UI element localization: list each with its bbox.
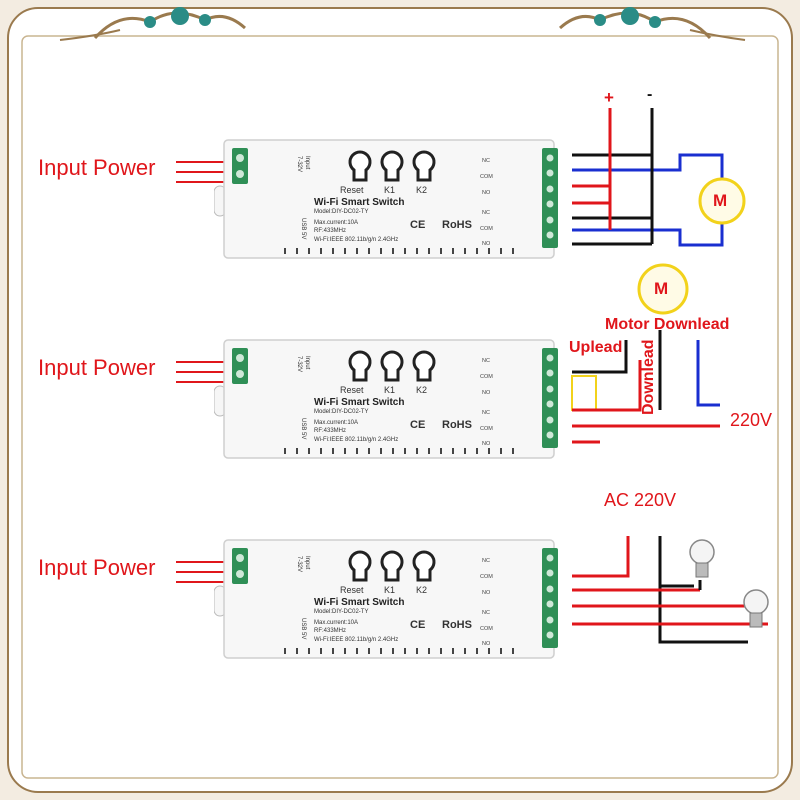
ce-mark-1: CE xyxy=(410,219,426,231)
port-com-3a: COM xyxy=(480,574,493,580)
section2-input-wires xyxy=(176,361,232,383)
minus-label: - xyxy=(647,86,653,103)
smart-switch-module-3: Input 7-32V USB 5V Reset K1 K2 Wi-Fi Sma… xyxy=(214,538,560,662)
port-com-3b: COM xyxy=(480,626,493,632)
port-no-1b: NO xyxy=(482,241,491,247)
voltage-text-2: 7-32V xyxy=(296,356,302,373)
device-model-3: Model:DIY-DC02-TY xyxy=(314,609,369,615)
port-no-2a: NO xyxy=(482,390,491,396)
device-rf-3: RF:433MHz xyxy=(314,628,347,634)
module-body-2 xyxy=(214,339,558,459)
port-com-2a: COM xyxy=(480,374,493,380)
input-text-2: Input xyxy=(304,356,310,370)
input-power-label-3: Input Power xyxy=(38,555,156,580)
device-model-1: Model:DIY-DC02-TY xyxy=(314,209,369,215)
device-wifi-1: Wi-Fi:IEEE 802.11b/g/n 2.4GHz xyxy=(314,237,399,243)
input-text-3: Input xyxy=(304,556,310,570)
port-nc-3a: NC xyxy=(482,558,490,564)
device-title-3: Wi-Fi Smart Switch xyxy=(314,597,405,608)
section3-output-wires xyxy=(572,536,768,644)
device-title-1: Wi-Fi Smart Switch xyxy=(314,197,405,208)
v220-label: 220V xyxy=(730,410,773,430)
motor-m-label-1: M xyxy=(713,191,728,210)
k1-button-label-1: K1 xyxy=(384,185,396,195)
smart-switch-module-1: Input 7-32V USB 5V Reset K1 K2 Wi-Fi Sma… xyxy=(214,138,560,262)
reset-button-label-3: Reset xyxy=(340,585,364,595)
usb-text-3: USB 5V xyxy=(300,618,306,640)
k2-button-label-3: K2 xyxy=(416,585,428,595)
usb-text-2: USB 5V xyxy=(300,418,306,440)
reset-button-label-1: Reset xyxy=(340,185,364,195)
device-current-1: Max.current:10A xyxy=(314,220,359,226)
section1-motor-icon xyxy=(698,177,746,225)
section2-output-wires xyxy=(571,330,720,444)
input-power-label-2: Input Power xyxy=(38,355,156,380)
section1-output-wires xyxy=(572,108,724,247)
section3-input-wires xyxy=(176,561,232,583)
input-power-label-1: Input Power xyxy=(38,155,156,180)
ce-mark-3: CE xyxy=(410,619,426,631)
device-rf-2: RF:433MHz xyxy=(314,428,347,434)
device-current-3: Max.current:10A xyxy=(314,620,359,626)
smart-switch-module-2: Input 7-32V USB 5V Reset K1 K2 Wi-Fi Sma… xyxy=(214,338,560,462)
port-no-3b: NO xyxy=(482,641,491,647)
plus-label: + xyxy=(604,88,614,107)
motor-m-label-2: M xyxy=(654,279,669,298)
bulb-1-icon xyxy=(689,539,715,578)
device-model-2: Model:DIY-DC02-TY xyxy=(314,409,369,415)
rohs-mark-2: RoHS xyxy=(442,419,472,431)
module-body-3 xyxy=(214,539,558,659)
port-nc-2b: NC xyxy=(482,410,490,416)
port-com-1a: COM xyxy=(480,174,493,180)
port-no-2b: NO xyxy=(482,441,491,447)
input-text-1: Input xyxy=(304,156,310,170)
module-body-1 xyxy=(214,139,558,259)
port-com-1b: COM xyxy=(480,226,493,232)
k1-button-label-3: K1 xyxy=(384,585,396,595)
k2-button-label-1: K2 xyxy=(416,185,428,195)
port-com-2b: COM xyxy=(480,426,493,432)
section1-input-wires xyxy=(176,161,232,183)
motor-downlead-label: Motor Downlead xyxy=(605,316,730,333)
rohs-mark-3: RoHS xyxy=(442,619,472,631)
device-rf-1: RF:433MHz xyxy=(314,228,347,234)
port-no-1a: NO xyxy=(482,190,491,196)
k1-button-label-2: K1 xyxy=(384,385,396,395)
reset-button-label-2: Reset xyxy=(340,385,364,395)
ornament-right-icon xyxy=(558,7,746,41)
bulb-2-icon xyxy=(743,589,769,628)
device-title-2: Wi-Fi Smart Switch xyxy=(314,397,405,408)
downlead-label: Downlead xyxy=(640,339,657,415)
device-current-2: Max.current:10A xyxy=(314,420,359,426)
port-nc-1a: NC xyxy=(482,158,490,164)
device-wifi-3: Wi-Fi:IEEE 802.11b/g/n 2.4GHz xyxy=(314,637,399,643)
ac220-label: AC 220V xyxy=(604,490,677,510)
port-no-3a: NO xyxy=(482,590,491,596)
ce-mark-2: CE xyxy=(410,419,426,431)
section2-motor-icon xyxy=(637,263,689,315)
port-nc-3b: NC xyxy=(482,610,490,616)
uplead-label: Uplead xyxy=(569,339,623,356)
usb-text-1: USB 5V xyxy=(300,218,306,240)
rohs-mark-1: RoHS xyxy=(442,219,472,231)
device-wifi-2: Wi-Fi:IEEE 802.11b/g/n 2.4GHz xyxy=(314,437,399,443)
voltage-text-3: 7-32V xyxy=(296,556,302,573)
port-nc-2a: NC xyxy=(482,358,490,364)
voltage-text-1: 7-32V xyxy=(296,156,302,173)
k2-button-label-2: K2 xyxy=(416,385,428,395)
port-nc-1b: NC xyxy=(482,210,490,216)
ornament-left-icon xyxy=(59,7,247,41)
